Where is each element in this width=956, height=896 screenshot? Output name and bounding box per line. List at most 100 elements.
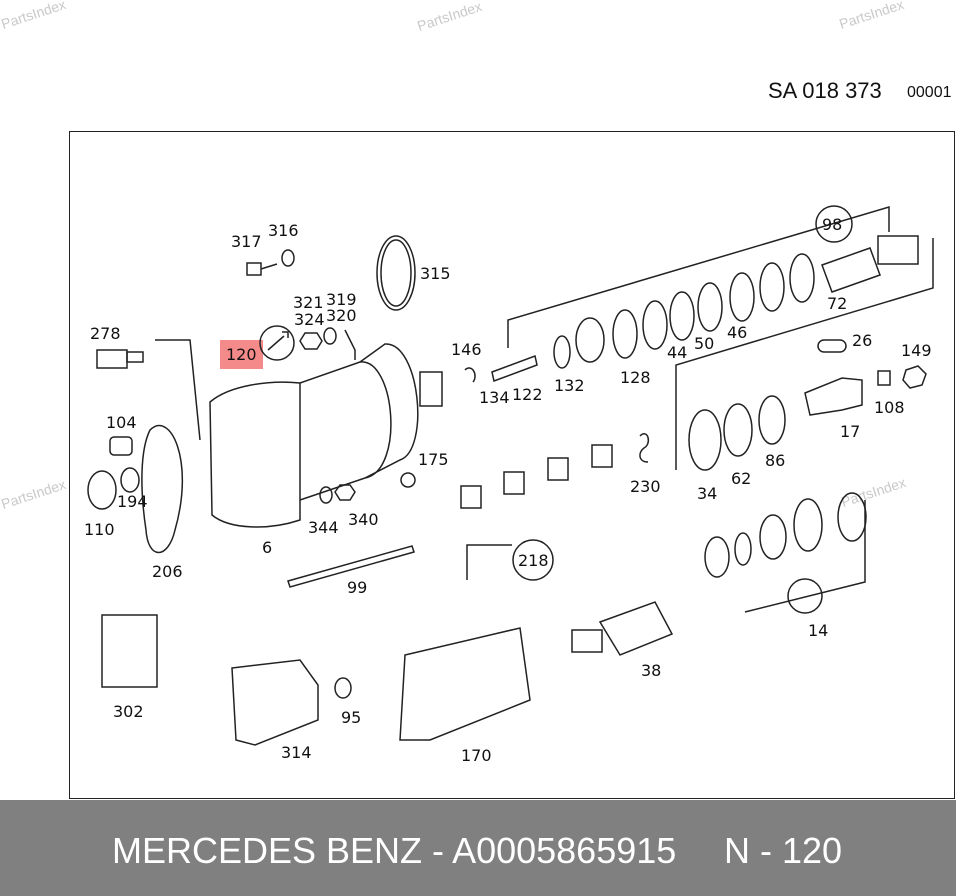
washer-344	[319, 486, 333, 504]
part-label[interactable]: 128	[620, 368, 651, 387]
ring-46	[729, 272, 755, 322]
part-label[interactable]: 344	[308, 518, 339, 537]
part-label-highlighted[interactable]: 120	[226, 345, 257, 364]
leader-line-218	[466, 544, 512, 580]
spring-134	[491, 354, 538, 383]
nut-324	[299, 332, 323, 350]
part-label[interactable]: 17	[840, 422, 860, 441]
footer-part-info: MERCEDES BENZ - A0005865915	[112, 830, 676, 872]
part-label[interactable]: 95	[341, 708, 361, 727]
part-label[interactable]: 132	[554, 376, 585, 395]
part-label[interactable]: 206	[152, 562, 183, 581]
disc-72	[789, 253, 815, 303]
bushing-104	[109, 436, 133, 456]
ring-50	[669, 291, 695, 341]
bearing-110	[87, 470, 117, 510]
part-label[interactable]: 62	[731, 469, 751, 488]
field-coil-170	[399, 627, 531, 741]
part-label[interactable]: 321	[293, 293, 324, 312]
part-label[interactable]: 26	[852, 331, 872, 350]
washer-132	[553, 335, 571, 369]
wrench-icon	[787, 578, 823, 614]
washer-320	[323, 327, 337, 345]
part-label[interactable]: 44	[667, 343, 687, 362]
part-label[interactable]: 149	[901, 341, 932, 360]
part-label[interactable]: 134	[479, 388, 510, 407]
commutator-38	[571, 629, 603, 653]
part-label[interactable]: 6	[262, 538, 272, 557]
stud-tip	[126, 351, 144, 363]
part-label[interactable]: 99	[347, 578, 367, 597]
part-number: A0005865915	[452, 830, 677, 871]
key-26	[817, 339, 847, 353]
part-label[interactable]: 98	[822, 215, 842, 234]
part-label[interactable]: 317	[231, 232, 262, 251]
spring-230	[639, 433, 650, 463]
part-drawings	[87, 205, 934, 746]
part-label[interactable]: 314	[281, 743, 312, 762]
shaft-72	[821, 247, 881, 293]
part-label[interactable]: 110	[84, 520, 115, 539]
part-label[interactable]: 230	[630, 477, 661, 496]
brush-218	[591, 444, 613, 468]
separator: -	[422, 830, 453, 871]
part-label[interactable]: 46	[727, 323, 747, 342]
starter-body	[299, 361, 392, 501]
part-label[interactable]: 34	[697, 484, 717, 503]
part-label[interactable]: 122	[512, 385, 543, 404]
part-label[interactable]: 302	[113, 702, 144, 721]
leader-line	[507, 205, 890, 348]
highlighted-callout[interactable]	[220, 340, 263, 369]
part-label[interactable]: 72	[827, 294, 847, 313]
leader-line	[675, 238, 934, 470]
part-label[interactable]: 218	[518, 551, 549, 570]
part-label[interactable]: 38	[641, 661, 661, 680]
part-label[interactable]: 324	[294, 310, 325, 329]
wrench-icon-detail	[267, 331, 289, 351]
starter-pinion	[419, 371, 443, 407]
part-label[interactable]: 315	[420, 264, 451, 283]
footer-bar: MERCEDES BENZ - A0005865915 N - 120	[0, 800, 956, 896]
part-label[interactable]: 50	[694, 334, 714, 353]
oring-315	[376, 235, 416, 311]
part-label[interactable]: 278	[90, 324, 121, 343]
bearing-14d	[793, 498, 823, 552]
bushing-132	[575, 317, 605, 363]
washer-316	[281, 249, 295, 267]
callout-circle-218	[512, 539, 554, 581]
brush-218	[460, 485, 482, 509]
part-label[interactable]: 86	[765, 451, 785, 470]
bearing-62	[723, 403, 753, 457]
part-label[interactable]: 170	[461, 746, 492, 765]
relay-302	[101, 614, 158, 688]
parts-diagram: 317 316 315 278 321 324 319 320 120 146 …	[84, 205, 934, 765]
part-label[interactable]: 108	[874, 398, 905, 417]
clip-146	[464, 367, 476, 383]
starter-flange	[359, 343, 419, 479]
part-label[interactable]: 340	[348, 510, 379, 529]
diagram-code: SA 018 373	[768, 78, 882, 103]
part-label[interactable]: 319	[326, 290, 357, 309]
spring-95	[334, 677, 352, 699]
part-label[interactable]: 320	[326, 306, 357, 325]
through-bolt-99	[287, 545, 415, 588]
oring-315-inner	[380, 239, 412, 307]
part-label[interactable]: 175	[418, 450, 449, 469]
plug-108	[877, 370, 891, 386]
part-label[interactable]: 146	[451, 340, 482, 359]
starter-end-cap	[209, 381, 301, 528]
callout-circle-98	[815, 205, 853, 243]
bearing-14c	[759, 514, 787, 560]
part-label[interactable]: 14	[808, 621, 828, 640]
shaft-end	[877, 235, 919, 265]
wrench-icon	[259, 325, 295, 361]
disc-128	[612, 309, 638, 359]
drive-17	[804, 377, 863, 416]
part-label[interactable]: 316	[268, 221, 299, 240]
part-label[interactable]: 104	[106, 413, 137, 432]
seal-14a	[704, 536, 730, 578]
part-labels: 317 316 315 278 321 324 319 320 120 146 …	[84, 215, 932, 765]
part-label[interactable]: 194	[117, 492, 148, 511]
disc-46	[759, 262, 785, 312]
seal-14e	[837, 492, 867, 542]
